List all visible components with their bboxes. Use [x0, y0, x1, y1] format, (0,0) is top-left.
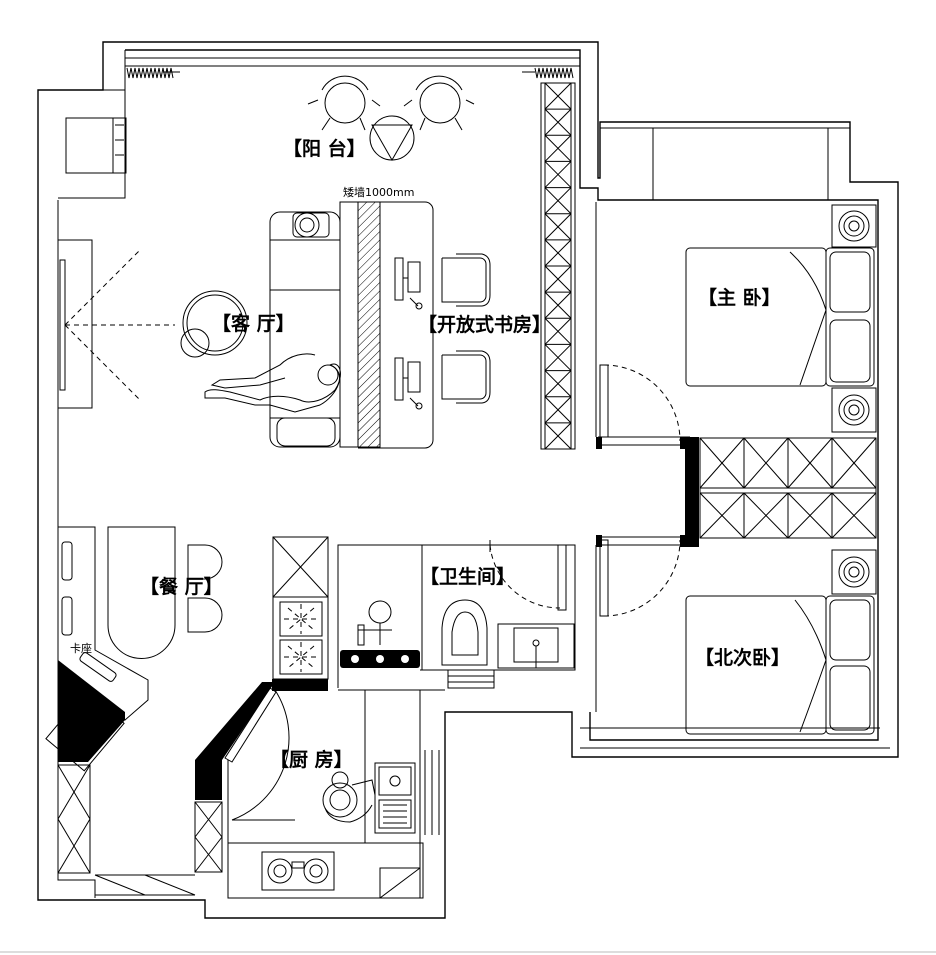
bathroom-label: 【卫生间】 [420, 565, 515, 588]
kitchen-label: 【厨 房】 [270, 748, 353, 771]
wardrobe-doors [699, 437, 877, 539]
sofa-icon [269, 201, 359, 448]
person-icon [322, 771, 376, 823]
cabinet-column [544, 82, 572, 450]
cabinet-x-line [831, 437, 877, 489]
door-swing-icon [596, 535, 690, 617]
radiator-left-icon [126, 67, 180, 79]
kitchen-sink-icon [374, 762, 416, 834]
cabinet-x-line [544, 317, 572, 345]
cabinet-x-line [831, 492, 877, 539]
nightstand-lamp-icon [831, 204, 877, 248]
cabinet-x-line [544, 291, 572, 319]
wall-segment [195, 682, 275, 800]
dining-room-label: 【餐 厅】 [140, 575, 223, 598]
second-bedroom-label: 【北次卧】 [695, 646, 790, 669]
person-icon [204, 353, 341, 413]
bed-icon [685, 247, 875, 387]
desk-chair-icon [441, 350, 491, 404]
shower-icon [340, 600, 420, 668]
low-wall-icon [357, 201, 381, 448]
door-swing-icon [489, 540, 567, 611]
cabinet-x-line [544, 422, 572, 450]
cabinet-x-line [787, 492, 833, 539]
toilet-icon [441, 599, 488, 666]
chair-icon [403, 75, 475, 131]
study-label: 【开放式书房】 [418, 313, 551, 336]
nightstand-lamp-icon [831, 549, 877, 595]
sink-icon [497, 623, 575, 669]
cabinet-x-line [544, 396, 572, 424]
door-swing-icon [224, 687, 295, 821]
cabinet-x-line [544, 370, 572, 398]
booth-seat-label: 卡座 [70, 641, 92, 655]
cabinet-x-line [699, 437, 745, 489]
low-wall-label: 矮墙1000mm [343, 185, 414, 199]
stove-icon [261, 851, 335, 891]
chair-icon [187, 544, 223, 633]
desk-icon [358, 201, 434, 449]
cabinet-x-line [544, 82, 572, 110]
washing-machine-icon [65, 117, 127, 174]
fridge-icon [272, 536, 329, 680]
door-swing-icon [596, 364, 690, 449]
tv-icon [57, 239, 175, 409]
wall-segment [272, 679, 328, 691]
monitor-icon [394, 257, 423, 310]
monitor-icon [394, 357, 423, 410]
wall-segment [58, 660, 125, 762]
triangle-table-icon [369, 115, 415, 162]
cabinet-x-line [544, 265, 572, 293]
chair-icon [307, 75, 381, 131]
desk-chair-icon [441, 253, 491, 307]
radiator-right-icon [522, 67, 574, 79]
cabinet-x-line [743, 492, 789, 539]
bathroom-walls [337, 544, 576, 691]
cabinet-x-line [544, 344, 572, 371]
cabinet-x-line [544, 187, 572, 215]
wall-segment [685, 437, 699, 547]
master-bedroom-label: 【主 卧】 [698, 286, 781, 309]
cabinet-icon [45, 690, 223, 874]
outer-walls [37, 41, 899, 919]
dining-table-icon [107, 526, 176, 659]
cabinet-x-line [544, 108, 572, 136]
nightstand-lamp-icon [831, 387, 877, 433]
cabinet-x-line [787, 437, 833, 489]
kitchen-walls [227, 690, 440, 899]
cabinet-x-line [544, 239, 572, 267]
living-room-label: 【客 厅】 [212, 312, 295, 335]
cabinet-x-line [743, 437, 789, 489]
bed-icon [685, 595, 875, 735]
cabinet-x-line [699, 492, 745, 539]
cabinet-x-line [544, 161, 572, 188]
round-table-icon [180, 290, 248, 358]
cabinet-x-line [544, 213, 572, 241]
lamp-icon [292, 212, 330, 238]
balcony-label: 【阳 台】 [283, 137, 366, 160]
cabinet-x-line [544, 134, 572, 162]
